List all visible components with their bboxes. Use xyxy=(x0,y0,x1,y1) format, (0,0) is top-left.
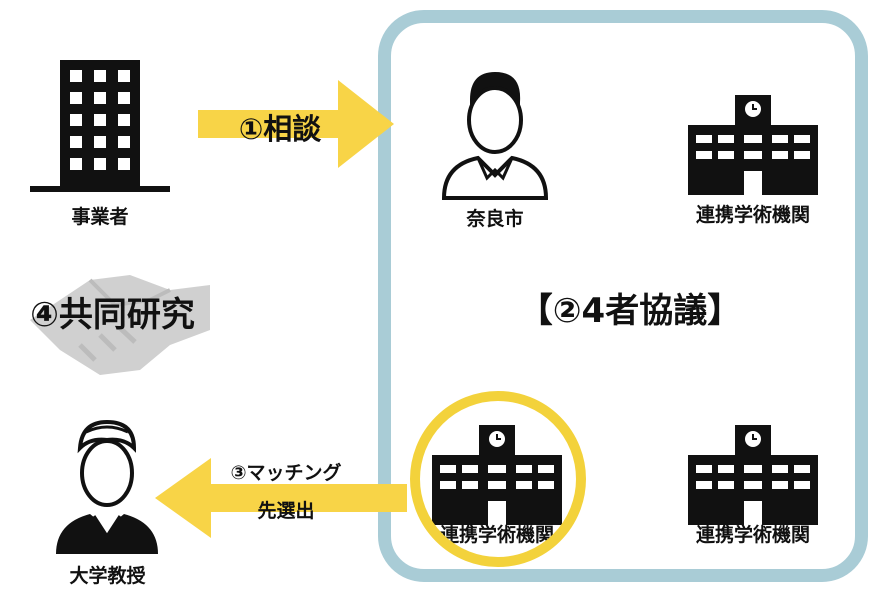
professor-label: 大学教授 xyxy=(69,565,146,587)
four-party-title: 【②4者協議】 xyxy=(518,291,742,331)
school-building-icon xyxy=(688,95,818,195)
professor-icon xyxy=(56,419,158,554)
partner-top-label: 連携学術機関 xyxy=(695,204,810,226)
school-building-icon xyxy=(688,425,818,525)
matching-arrow xyxy=(155,458,407,538)
business-label: 事業者 xyxy=(71,206,129,228)
office-building-icon xyxy=(30,60,170,192)
partner-bottom-right-label: 連携学術機関 xyxy=(695,524,810,546)
city-label: 奈良市 xyxy=(466,208,524,230)
matching-label-line2: 先選出 xyxy=(257,500,315,522)
handshake-icon xyxy=(30,275,210,375)
consult-label: ①相談 xyxy=(238,112,322,146)
selection-ring xyxy=(410,391,586,567)
joint-research-title: ④共同研究 xyxy=(30,295,195,335)
matching-label-line1: ③マッチング xyxy=(230,462,342,484)
partner-bottom-left-label: 連携学術機関 xyxy=(439,524,554,546)
consult-arrow xyxy=(198,80,394,168)
person-icon xyxy=(441,72,549,200)
school-building-icon xyxy=(432,425,562,525)
